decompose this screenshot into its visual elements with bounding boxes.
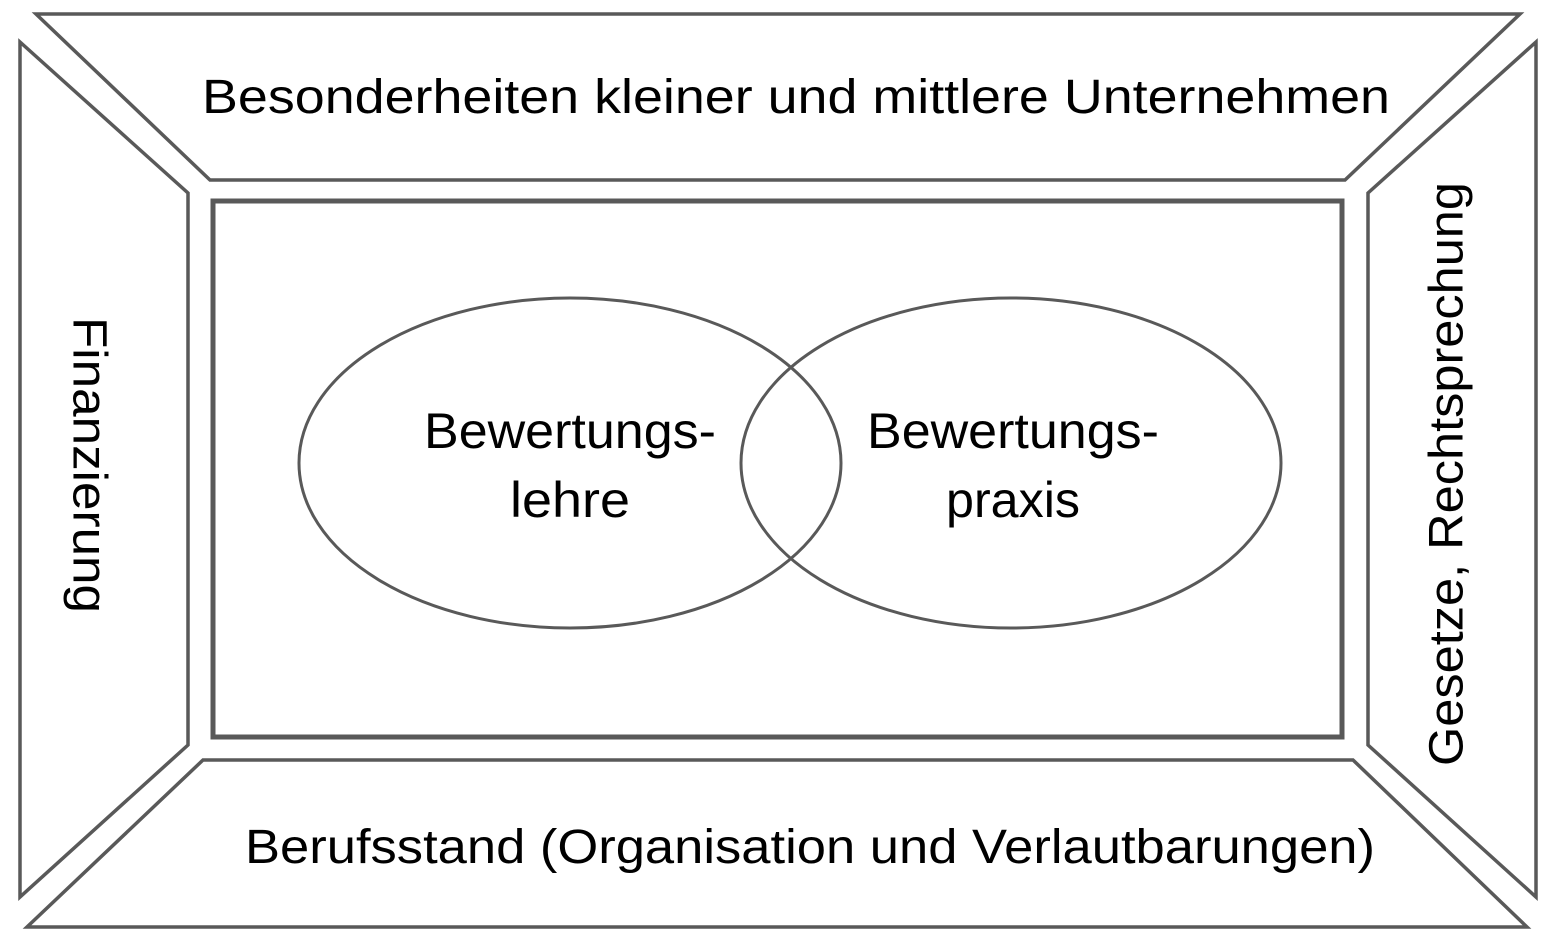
left-panel <box>18 38 190 901</box>
bottom-panel <box>22 758 1532 929</box>
top-label: Besonderheiten kleiner und mittlere Unte… <box>202 71 1390 124</box>
right-circle-line1: Bewertungs- <box>867 403 1159 459</box>
ellipse-bewertungslehre <box>297 296 843 630</box>
right-circle-line2: praxis <box>946 472 1080 528</box>
ellipse-bewertungspraxis <box>739 296 1283 630</box>
left-circle-line2: lehre <box>510 472 630 528</box>
bottom-label: Berufsstand (Organisation und Verlautbar… <box>245 821 1375 874</box>
right-panel <box>1366 38 1538 901</box>
center-box <box>210 198 1345 740</box>
right-label: Gesetze, Rechtsprechung <box>1421 182 1474 766</box>
left-label: Finanzierung <box>62 317 115 613</box>
top-panel <box>31 12 1525 182</box>
left-circle-line1: Bewertungs- <box>424 403 716 459</box>
